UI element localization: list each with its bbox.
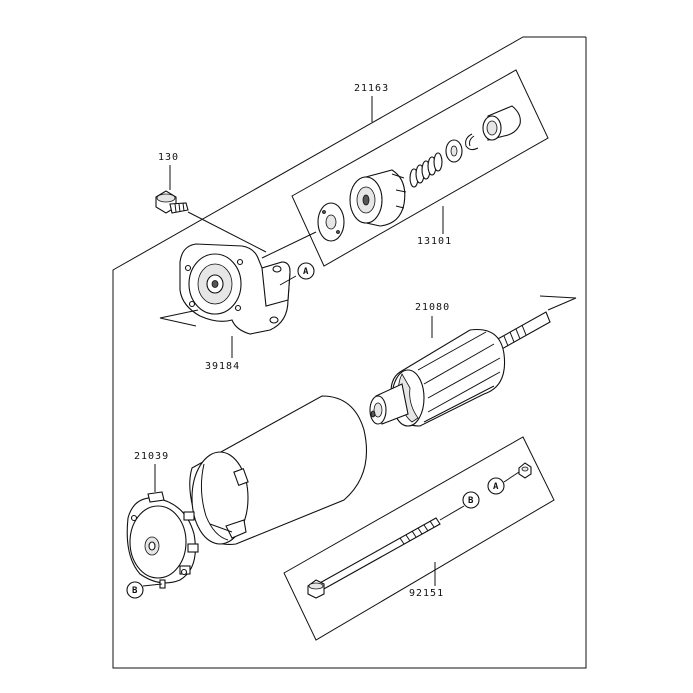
label-39184: 39184 (205, 361, 240, 372)
callout-b-rod (462, 491, 480, 509)
pinion-stopper (482, 105, 521, 141)
label-13101: 13101 (417, 236, 452, 247)
bolt-130 (155, 190, 189, 214)
thrust-washer (317, 202, 345, 242)
pinion-kit-frame (291, 69, 549, 267)
front-bracket-39184 (179, 243, 291, 335)
stop-collar (445, 139, 463, 163)
pinion-gear (349, 169, 407, 227)
callout-a-nut-text: A (493, 482, 499, 492)
armature-axis-arrow (539, 295, 577, 311)
callout-a-bracket-text: A (303, 267, 309, 277)
spring (409, 152, 443, 188)
label-92151: 92151 (409, 588, 444, 599)
label-21080: 21080 (415, 302, 450, 313)
nut (518, 462, 532, 479)
through-bolt-frame (283, 436, 555, 641)
callout-b-endcap (126, 581, 144, 599)
armature-21080 (369, 311, 551, 427)
retaining-ring (465, 133, 479, 151)
label-21163: 21163 (354, 83, 389, 94)
bolt-axis-line (187, 211, 267, 253)
callout-b-rod-text: B (468, 496, 474, 506)
through-bolt-92151 (307, 517, 441, 599)
label-130: 130 (158, 152, 179, 163)
bracket-axis-arrow (159, 309, 199, 327)
leader-b-rod (439, 505, 465, 521)
main-frame (112, 36, 587, 669)
callout-a-bracket (297, 262, 315, 280)
bracket-to-pinion-axis (261, 231, 317, 259)
yoke-housing (189, 395, 368, 546)
leader-b-endcap (142, 583, 163, 587)
callout-a-nut (487, 477, 505, 495)
end-cap-21039 (126, 491, 199, 589)
leader-a-nut (503, 471, 520, 483)
label-21039: 21039 (134, 451, 169, 462)
callout-b-endcap-text: B (132, 586, 138, 596)
leader-a-bracket (279, 275, 297, 286)
